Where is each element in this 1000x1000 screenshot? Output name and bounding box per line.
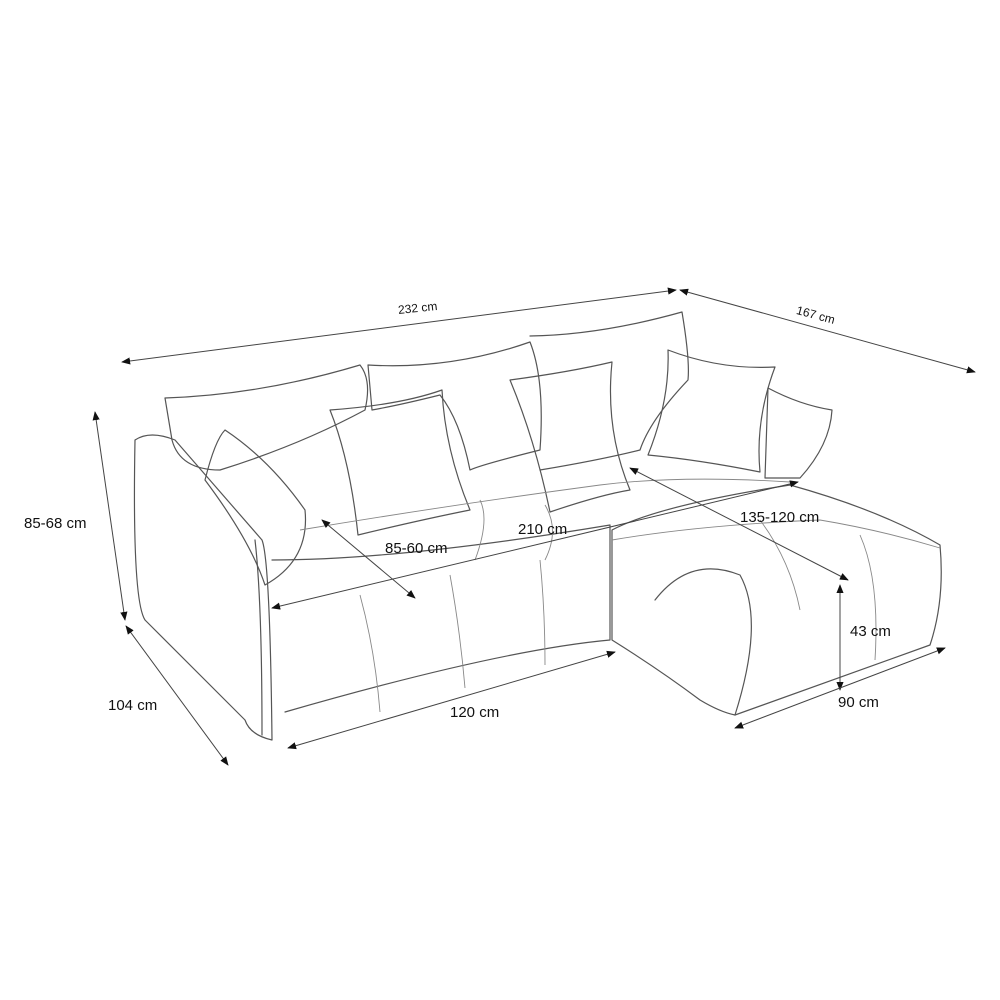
label-depth: 104 cm: [108, 697, 158, 714]
label-seat-depth: 85-60 cm: [385, 540, 448, 557]
label-chaise-length: 135-120 cm: [740, 509, 820, 526]
label-chaise-width: 90 cm: [838, 694, 879, 711]
label-sleeping-width: 210 cm: [518, 521, 568, 538]
label-height: 85-68 cm: [24, 515, 87, 532]
label-seat-height: 43 cm: [850, 623, 891, 640]
label-sleeping-length: 120 cm: [450, 704, 500, 721]
dimension-lines: [92, 287, 976, 766]
